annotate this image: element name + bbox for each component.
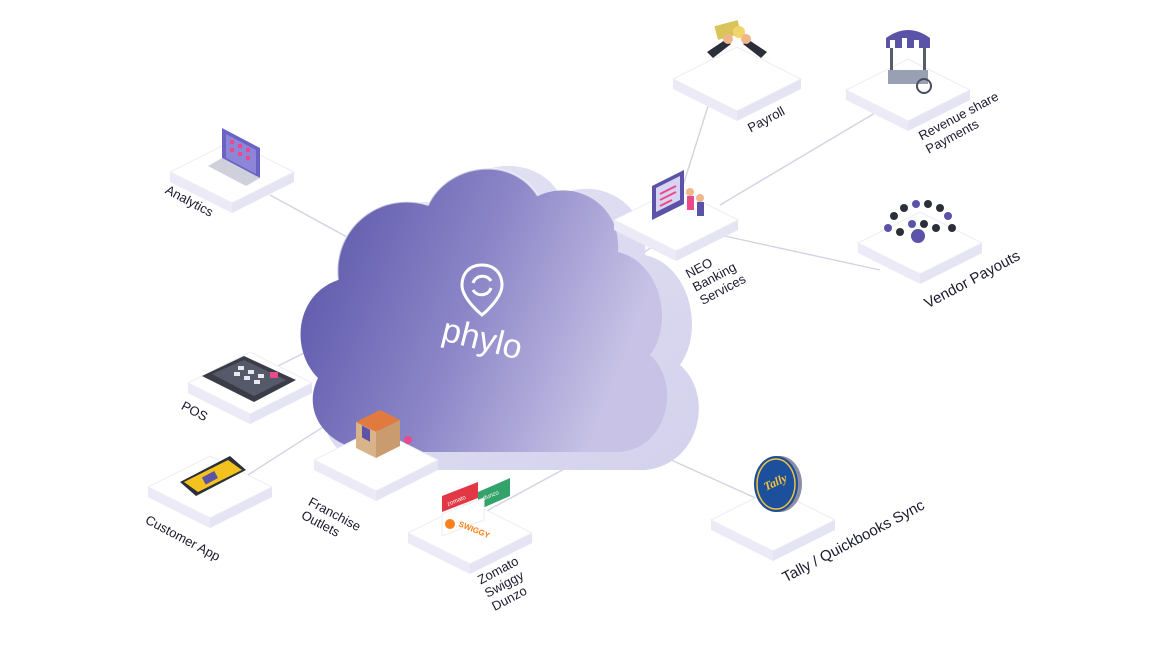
tile-top-face <box>856 211 984 275</box>
tile-right-face <box>920 243 982 284</box>
tally-logo-icon: Tally <box>754 456 802 512</box>
phylo-pin-icon <box>460 263 504 317</box>
tile-left-face <box>188 383 250 424</box>
tile-payroll <box>671 46 803 121</box>
dunzo-logo-text: dunzo <box>483 490 501 502</box>
tile-right-face <box>908 90 970 131</box>
tile-neo-banking <box>612 188 740 261</box>
tile-top-face <box>312 428 440 492</box>
tile-left-face <box>170 172 232 213</box>
tile-top-face <box>844 58 972 122</box>
tile-tally <box>709 488 837 561</box>
mobile-phone-icon <box>180 456 246 496</box>
banking-dashboard-icon <box>652 170 704 220</box>
tile-left-face <box>673 79 737 121</box>
tile-top-face <box>612 188 740 252</box>
phylo-cloud: phylo <box>300 165 699 470</box>
tile-franchise <box>312 428 440 501</box>
tile-right-face <box>470 533 532 574</box>
tile-vendor-payouts <box>856 211 984 284</box>
market-stall-icon <box>886 30 932 94</box>
tile-left-face <box>408 533 470 574</box>
storefront-icon <box>356 410 412 458</box>
tile-right-face <box>773 520 835 561</box>
tile-left-face <box>148 487 210 528</box>
tile-right-face <box>676 220 738 261</box>
tile-top-face <box>709 488 837 552</box>
tile-right-face <box>250 383 312 424</box>
tile-left-face <box>614 220 676 261</box>
tile-right-face <box>232 172 294 213</box>
tile-revenue-share <box>844 58 972 131</box>
tile-left-face <box>858 243 920 284</box>
laptop-checklist-icon <box>208 128 260 186</box>
tile-right-face <box>210 487 272 528</box>
tile-right-face <box>737 79 801 121</box>
vendor-network-icon <box>884 200 956 243</box>
tile-left-face <box>314 460 376 501</box>
tile-top-face <box>406 501 534 565</box>
tile-left-face <box>846 90 908 131</box>
tile-left-face <box>711 520 773 561</box>
tile-aggregators <box>406 501 534 574</box>
pos-terminal-icon <box>202 356 296 402</box>
tile-right-face <box>376 460 438 501</box>
tile-analytics <box>168 140 296 213</box>
money-handover-icon <box>707 20 767 58</box>
tile-top-face <box>671 46 803 112</box>
